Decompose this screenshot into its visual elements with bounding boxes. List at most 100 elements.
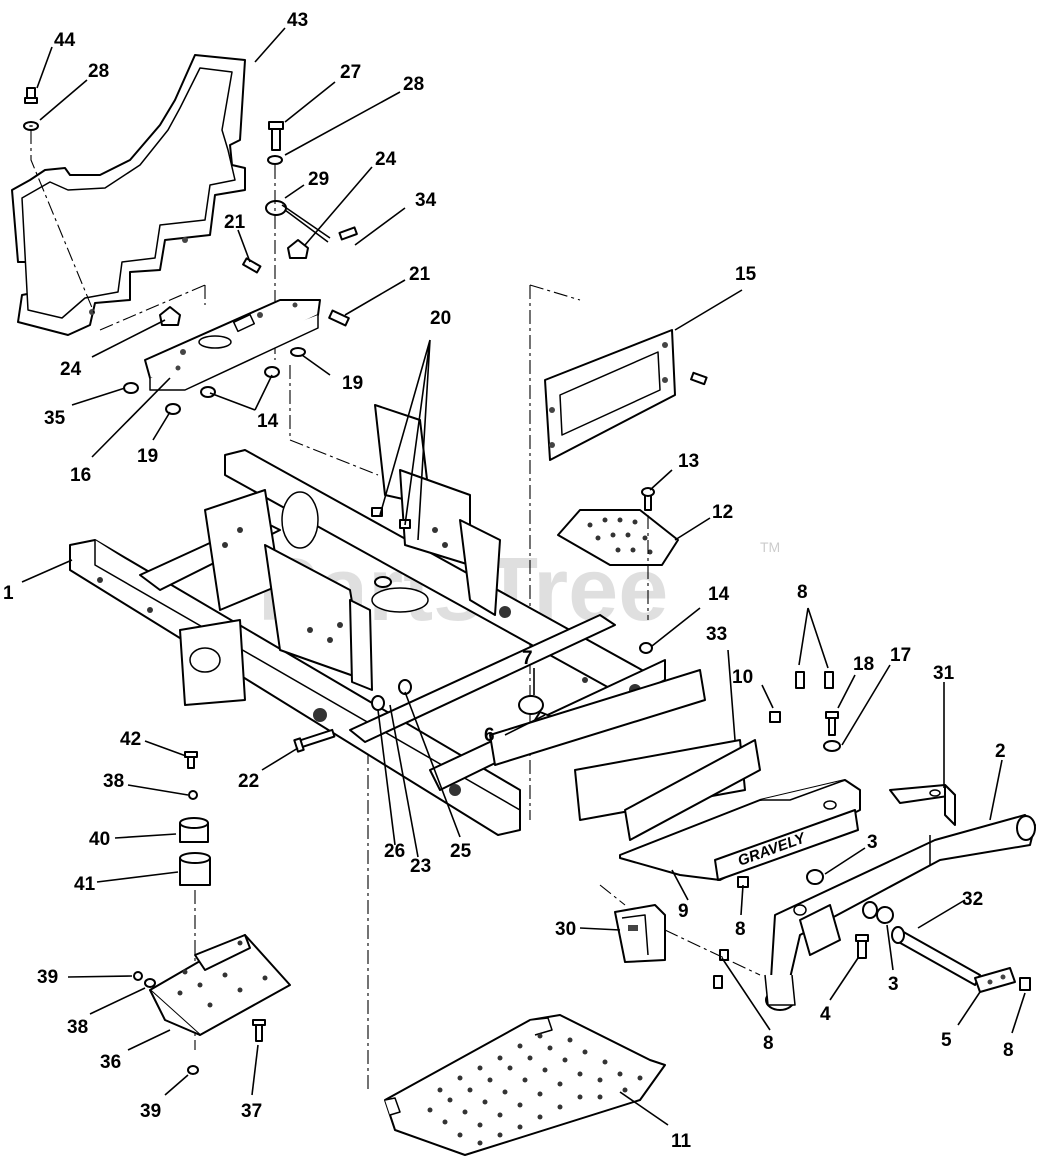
nut-14-frame bbox=[639, 642, 653, 654]
callout-label: 3 bbox=[867, 832, 878, 853]
foot-platform bbox=[384, 1014, 666, 1156]
bushing-3-top bbox=[806, 869, 824, 885]
bolts-8-top bbox=[795, 671, 834, 689]
callout-label: 14 bbox=[257, 411, 279, 432]
axle-pin-32 bbox=[891, 926, 981, 986]
callout-label: 22 bbox=[238, 771, 259, 792]
bumper-10 bbox=[769, 711, 781, 723]
callout-label: 8 bbox=[797, 582, 808, 603]
bolt-44 bbox=[24, 87, 38, 104]
callout-label: 16 bbox=[70, 465, 91, 486]
callout-label: 13 bbox=[678, 451, 699, 472]
spacer-41 bbox=[179, 852, 211, 886]
front-axle bbox=[764, 814, 1036, 1011]
bumper-24-center bbox=[287, 239, 309, 259]
bolt-18 bbox=[825, 711, 839, 736]
bushing-3-bottom bbox=[862, 901, 894, 924]
callout-label: 42 bbox=[120, 729, 141, 750]
pin-plate-5 bbox=[974, 967, 1016, 993]
callout-label: 19 bbox=[137, 446, 158, 467]
bolt-21-left bbox=[242, 257, 262, 274]
callout-label: 24 bbox=[375, 149, 397, 170]
callout-label: 29 bbox=[308, 169, 329, 190]
washer-38-bottom bbox=[144, 978, 156, 988]
callout-label: 19 bbox=[342, 373, 363, 394]
callout-label: 11 bbox=[671, 1131, 692, 1152]
nut-14-a bbox=[200, 386, 216, 398]
callout-label: 15 bbox=[735, 264, 757, 285]
bumper-24-left bbox=[159, 306, 181, 326]
callout-label: 31 bbox=[933, 663, 955, 684]
callout-label: 2 bbox=[995, 741, 1006, 762]
callout-label: 34 bbox=[415, 190, 437, 211]
callout-label: 26 bbox=[384, 841, 405, 862]
callout-label: 18 bbox=[853, 654, 874, 675]
callout-label: 32 bbox=[962, 889, 983, 910]
callout-label: 14 bbox=[708, 584, 730, 605]
callout-label: 35 bbox=[44, 408, 66, 429]
seat-mount-plate bbox=[144, 299, 321, 391]
bolt-22 bbox=[293, 728, 336, 753]
callout-labels: 44 28 43 27 28 24 29 34 21 21 24 35 16 1… bbox=[3, 10, 1014, 1152]
callout-label: 41 bbox=[74, 874, 96, 895]
callout-label: 28 bbox=[88, 61, 109, 82]
callout-label: 39 bbox=[37, 967, 58, 988]
spacer-40 bbox=[179, 817, 209, 843]
callout-label: 27 bbox=[340, 62, 361, 83]
callout-label: 6 bbox=[484, 725, 495, 746]
callout-label: 25 bbox=[450, 841, 472, 862]
washer-39-top bbox=[133, 971, 143, 981]
callout-label: 38 bbox=[103, 771, 124, 792]
callout-label: 8 bbox=[763, 1033, 774, 1054]
front-panel-33 bbox=[489, 669, 761, 841]
frame-cover-plate bbox=[11, 54, 246, 336]
washer-17 bbox=[823, 740, 841, 752]
callout-label: 9 bbox=[678, 901, 689, 922]
bolt-34 bbox=[338, 226, 358, 241]
callout-label: 12 bbox=[712, 502, 733, 523]
nut-19-right bbox=[290, 347, 306, 357]
callout-label: 3 bbox=[888, 974, 899, 995]
nut-35 bbox=[123, 382, 139, 394]
seat-support-bracket-36 bbox=[149, 934, 291, 1036]
callout-label: 8 bbox=[735, 919, 746, 940]
washer-28-center bbox=[267, 155, 283, 165]
bolt-37 bbox=[252, 1019, 266, 1042]
leader-lines bbox=[21, 27, 1026, 1126]
callout-label: 17 bbox=[890, 645, 911, 666]
callout-label: 8 bbox=[1003, 1040, 1014, 1061]
bracket-31 bbox=[889, 784, 956, 826]
bolt-42 bbox=[184, 751, 198, 769]
callout-label: 1 bbox=[3, 583, 14, 604]
watermark-trademark: TM bbox=[760, 539, 780, 555]
callout-label: 24 bbox=[60, 359, 82, 380]
callout-label: 38 bbox=[67, 1017, 88, 1038]
callout-label: 4 bbox=[820, 1004, 831, 1025]
callout-label: 23 bbox=[410, 856, 431, 877]
screw-15 bbox=[690, 371, 708, 386]
bolt-8-right bbox=[1019, 977, 1031, 991]
callout-label: 5 bbox=[941, 1030, 952, 1051]
bolt-21-right bbox=[328, 309, 350, 327]
callout-label: 21 bbox=[224, 212, 246, 233]
nut-14-b bbox=[264, 366, 280, 378]
bolt-27 bbox=[268, 121, 284, 151]
bolt-13 bbox=[641, 487, 655, 511]
washer-38-top bbox=[188, 790, 198, 800]
callout-label: 20 bbox=[430, 308, 451, 329]
bolt-4 bbox=[855, 934, 869, 959]
callout-label: 40 bbox=[89, 829, 110, 850]
rear-cover-bracket bbox=[544, 329, 676, 461]
callout-label: 36 bbox=[100, 1052, 121, 1073]
callout-label: 30 bbox=[555, 919, 576, 940]
washer-39-bottom bbox=[187, 1065, 199, 1075]
callout-label: 43 bbox=[287, 10, 308, 31]
callout-label: 7 bbox=[522, 648, 533, 669]
callout-label: 37 bbox=[241, 1101, 262, 1122]
callout-label: 21 bbox=[409, 264, 431, 285]
callout-label: 10 bbox=[732, 667, 753, 688]
callout-label: 39 bbox=[140, 1101, 161, 1122]
callout-label: 44 bbox=[54, 30, 76, 51]
pin-29 bbox=[265, 200, 331, 243]
callout-label: 33 bbox=[706, 624, 727, 645]
